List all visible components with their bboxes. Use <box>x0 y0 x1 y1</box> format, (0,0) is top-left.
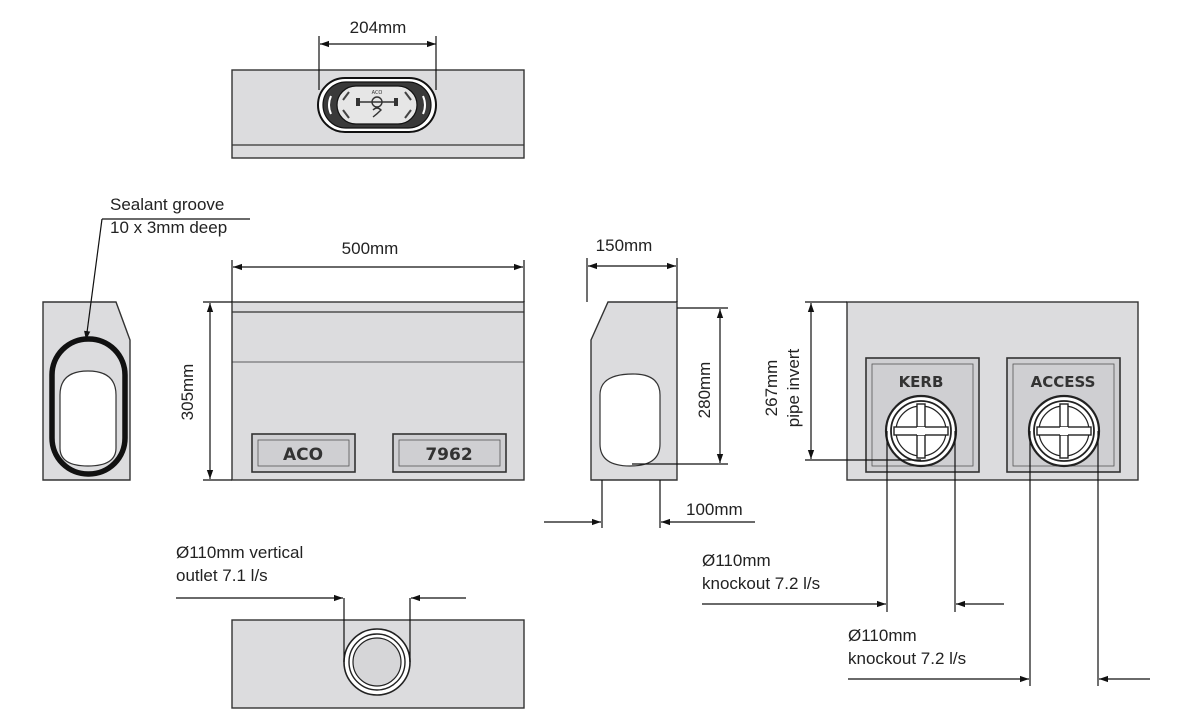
grate-icon: ACO <box>317 77 437 133</box>
knockout2-label-line2: knockout 7.2 l/s <box>848 649 966 668</box>
bottom-view: Ø110mm vertical outlet 7.1 l/s <box>176 543 525 709</box>
front-panel-aco-text: ACO <box>283 445 323 465</box>
side-view-pocket <box>599 373 661 467</box>
side-height-label: 280mm <box>695 362 714 419</box>
side-view: 150mm 280mm 100mm <box>544 236 755 528</box>
rear-view: KERB ACCESS 267mm pipe invert <box>702 301 1150 686</box>
rear-panel-kerb-text: KERB <box>899 373 944 391</box>
svg-text:ACO: ACO <box>372 90 383 96</box>
knockout-access-icon <box>1027 394 1101 468</box>
vertical-outlet-icon <box>343 628 411 696</box>
sealant-label-line2: 10 x 3mm deep <box>110 218 227 237</box>
sealant-leader <box>84 218 103 341</box>
knockout1-label-line1: Ø110mm <box>702 551 771 570</box>
rear-panel-access-text: ACCESS <box>1031 373 1096 391</box>
invert-label-line2: pipe invert <box>784 349 803 428</box>
knockout-kerb-icon <box>884 394 958 468</box>
front-width-label: 500mm <box>342 239 399 258</box>
outlet-label-line1: Ø110mm vertical <box>176 543 303 562</box>
side-width-label: 150mm <box>596 236 653 255</box>
knockout2-label-line1: Ø110mm <box>848 626 917 645</box>
sealant-label-line1: Sealant groove <box>110 195 224 214</box>
top-view: ACO 204mm <box>231 18 525 159</box>
end-view: Sealant groove 10 x 3mm deep <box>42 195 250 481</box>
outlet-label-line2: outlet 7.1 l/s <box>176 566 268 585</box>
front-panel-code-text: 7962 <box>425 445 472 465</box>
front-height-label: 305mm <box>178 364 197 421</box>
knockout1-label-line2: knockout 7.2 l/s <box>702 574 820 593</box>
top-width-label: 204mm <box>350 18 407 37</box>
end-view-pocket <box>59 370 117 467</box>
side-bottom-label: 100mm <box>686 500 743 519</box>
front-view: ACO 7962 500mm 305mm <box>178 239 525 481</box>
invert-label-line1: 267mm <box>762 360 781 417</box>
